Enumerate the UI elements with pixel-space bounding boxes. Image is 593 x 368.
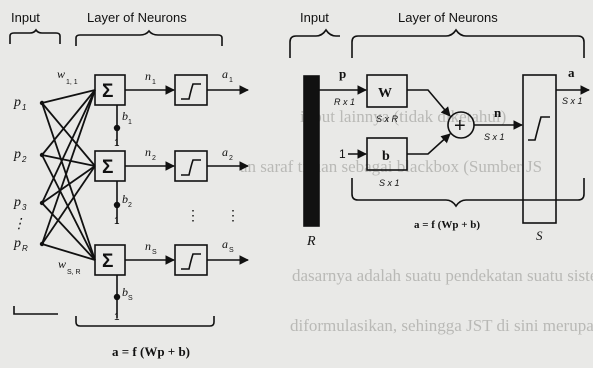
right-layer-title: Layer of Neurons [398, 10, 498, 25]
neuron-2: Σ n 2 a 2 b 2 1 [94, 145, 249, 227]
W-dim: S x R [376, 114, 399, 124]
input-vector-bar [303, 75, 320, 227]
weight-top-sub: 1, 1 [66, 79, 78, 86]
weight-matrix-block [366, 74, 408, 108]
p-dim: R x 1 [334, 97, 355, 107]
one-label: 1 [339, 147, 346, 161]
net-label-2: n [145, 145, 151, 159]
input-pR-sub: R [22, 244, 28, 253]
bias-sub-1: 1 [128, 119, 132, 126]
bias-label-3: b [122, 285, 128, 299]
input-p1: p [13, 95, 21, 110]
ghost-line-4: diformulasikan, sehingga JST di sini mer… [290, 316, 593, 335]
net-sub-1: 1 [152, 79, 156, 86]
input-p3: p [13, 195, 21, 210]
left-layer-brace [75, 29, 223, 46]
right-diagram: Input Layer of Neurons R p R x 1 W S x R… [289, 10, 590, 249]
right-input-brace [289, 28, 340, 58]
output-sub-2: 2 [229, 155, 233, 162]
bias-label-1: b [122, 109, 128, 123]
input-R-label: R [306, 234, 316, 249]
b-label: b [382, 149, 390, 164]
bias-one-3: 1 [114, 312, 120, 323]
b-dim: S x 1 [379, 178, 400, 188]
output-sub-3: S [229, 247, 234, 254]
weight-top-label: w [57, 67, 65, 81]
neuron-S: Σ n S a S b S 1 [94, 237, 249, 323]
ghost-line-2: an saraf tiruan sebagai blackbox (Sumber… [240, 157, 542, 176]
transfer-curve-1 [181, 83, 201, 100]
input-p2: p [13, 147, 21, 162]
weight-connections [41, 89, 96, 261]
bias-sub-3: S [128, 295, 133, 302]
left-input-brace [9, 28, 61, 44]
bias-one-2: 1 [114, 216, 120, 227]
output-label-2: a [222, 145, 228, 159]
weight-bottom-label: w [58, 257, 66, 271]
sum-symbol-2: Σ [102, 157, 113, 178]
right-layer-brace [351, 28, 585, 58]
plus-symbol: + [454, 115, 466, 137]
transfer-curve-3 [181, 253, 201, 270]
right-layer-bottom-brace [351, 178, 585, 208]
transfer-function-curve [528, 116, 550, 141]
bias-one-1: 1 [114, 138, 120, 149]
ghost-line-3: dasarnya adalah suatu pendekatan suatu s… [292, 266, 593, 285]
net-sub-2: 2 [152, 155, 156, 162]
left-formula: a = f (Wp + b) [112, 344, 190, 359]
left-diagram: Input Layer of Neurons p 1 p 2 p 3 ⋮ p R [9, 10, 249, 359]
input-pR: p [13, 236, 21, 251]
right-formula: a = f (Wp + b) [414, 219, 480, 231]
weight-bottom-sub: S, R [67, 269, 81, 276]
a-label: a [568, 65, 575, 80]
bias-sub-2: 2 [128, 202, 132, 209]
right-input-title: Input [300, 10, 329, 25]
transfer-curve-2 [181, 159, 201, 176]
input-p2-sub: 2 [21, 155, 27, 164]
n-label: n [494, 105, 502, 120]
sum-symbol-1: Σ [102, 81, 113, 102]
output-label-1: a [222, 67, 228, 81]
a-dim: S x 1 [562, 96, 583, 106]
left-layer-title: Layer of Neurons [87, 10, 187, 25]
input-p1-sub: 1 [22, 103, 26, 112]
net-label-1: n [145, 69, 151, 83]
transfer-function-block [522, 74, 557, 224]
net-label-3: n [145, 239, 151, 253]
input-vdots: ⋮ [12, 215, 26, 231]
output-vdots: ⋮ [226, 207, 240, 223]
b-to-sum-line [407, 133, 451, 155]
n-dim: S x 1 [484, 132, 505, 142]
neuron-1: Σ n 1 a 1 b 1 1 [94, 67, 249, 149]
net-sub-3: S [152, 249, 157, 256]
bias-label-2: b [122, 192, 128, 206]
ghost-line-1: input lainnya (tidak diketahui) [300, 107, 506, 126]
left-bottom-brace [13, 306, 58, 315]
sum-symbol-3: Σ [102, 251, 113, 272]
left-layer-bottom-brace [75, 316, 215, 327]
output-label-3: a [222, 237, 228, 251]
transfer-S-label: S [536, 228, 543, 243]
W-label: W [378, 86, 392, 101]
left-input-title: Input [11, 10, 40, 25]
input-p3-sub: 3 [22, 203, 27, 212]
transfer-vdots: ⋮ [186, 207, 200, 223]
W-to-sum-line [407, 89, 451, 117]
p-label: p [339, 66, 346, 81]
input-points [39, 100, 45, 247]
output-sub-1: 1 [229, 77, 233, 84]
